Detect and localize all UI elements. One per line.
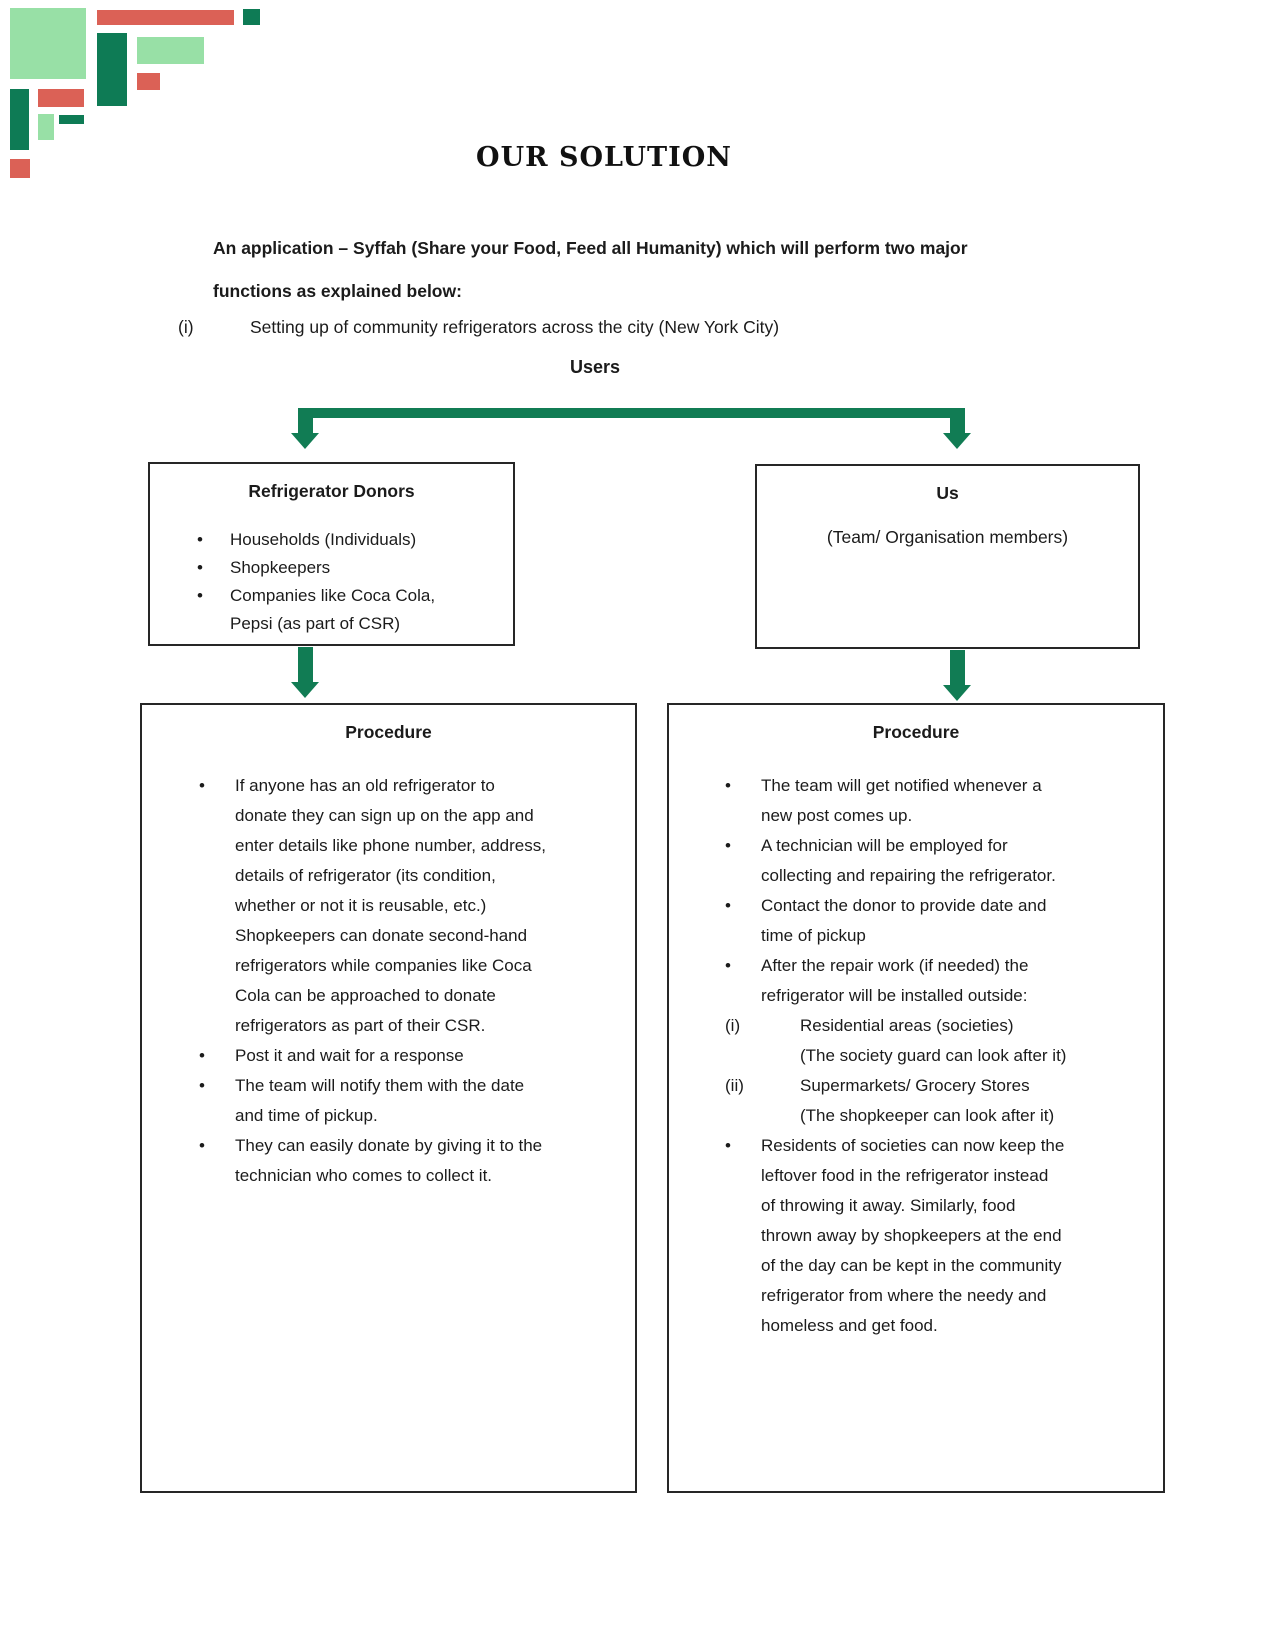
list-text: The team will notify them with the date …: [235, 1076, 525, 1125]
procedure-right-box: Procedure • The team will get notified wh…: [667, 703, 1165, 1493]
users-arrow-right-shaft: [950, 408, 965, 434]
logo-shape: [10, 8, 86, 79]
list-text: They can easily donate by giving it to t…: [235, 1136, 543, 1185]
users-arrow-left-shaft: [298, 408, 313, 434]
logo-shape: [10, 159, 30, 178]
list-marker: •: [197, 586, 203, 605]
list-text: Shopkeepers: [230, 558, 331, 577]
logo-shape: [137, 37, 204, 64]
box-title: Procedure: [345, 722, 432, 742]
users-heading: Users: [569, 357, 621, 377]
list-item: • A technician will be employed for colle…: [725, 831, 1155, 891]
list-item: • Companies like Coca Cola, Pepsi (as par…: [197, 582, 513, 638]
donors-bullet-list: • Households (Individuals) • Shopkeepers • Co…: [150, 526, 513, 638]
list-marker: •: [197, 530, 203, 549]
list-item: • Households (Individuals): [197, 526, 513, 554]
intro-paragraph: An application – Syffah (Share your Food…: [213, 238, 968, 301]
users-arrow-left-head: [291, 433, 319, 449]
us-box: Us (Team/ Organisation members): [755, 464, 1140, 649]
box-title: Refrigerator Donors: [248, 481, 415, 501]
donors-to-procedure-arrow-shaft: [298, 647, 313, 683]
box-subtitle: (Team/ Organisation members): [826, 527, 1069, 547]
list-text: Companies like Coca Cola, Pepsi (as part…: [230, 586, 436, 633]
list-text: If anyone has an old refrigerator to don…: [235, 776, 546, 1035]
list-text: After the repair work (if needed) the re…: [761, 956, 1029, 1005]
box-title: Us: [936, 483, 959, 503]
logo-shape: [137, 73, 160, 90]
list-item: • The team will notify them with the date…: [199, 1071, 625, 1131]
numbered-item-label: (i): [178, 317, 194, 337]
logo-shape: [97, 10, 234, 25]
donors-to-procedure-arrow-head: [291, 682, 319, 698]
logo-shape: [38, 89, 84, 107]
logo-shape: [10, 89, 29, 150]
list-text: Post it and wait for a response: [235, 1046, 464, 1065]
list-item: • Residents of societies can now keep the…: [725, 1131, 1155, 1341]
numbered-item-text: Setting up of community refrigerators ac…: [250, 317, 780, 337]
list-item: (ii) Supermarkets/ Grocery Stores (The sh…: [725, 1071, 1155, 1131]
users-arrow-right-head: [943, 433, 971, 449]
list-marker: •: [725, 776, 731, 795]
list-item: • If anyone has an old refrigerator to do…: [199, 771, 625, 1041]
procedure-left-list: • If anyone has an old refrigerator to do…: [142, 771, 635, 1191]
logo-shape: [59, 115, 84, 124]
list-marker: •: [725, 956, 731, 975]
list-item: • Contact the donor to provide date and t…: [725, 891, 1155, 951]
box-title: Procedure: [872, 722, 960, 742]
us-to-procedure-arrow-shaft: [950, 650, 965, 686]
list-item: (i) Residential areas (societies) (The so…: [725, 1011, 1155, 1071]
list-item: • They can easily donate by giving it to …: [199, 1131, 625, 1191]
list-item: • Post it and wait for a response: [199, 1041, 625, 1071]
page-title: OUR SOLUTION: [476, 142, 732, 173]
list-item: • After the repair work (if needed) the r…: [725, 951, 1155, 1011]
list-text: Residential areas (societies) (The socie…: [800, 1016, 1067, 1065]
logo-shape: [97, 33, 127, 106]
list-marker: •: [199, 1076, 205, 1095]
us-to-procedure-arrow-head: [943, 685, 971, 701]
list-text: Supermarkets/ Grocery Stores (The shopke…: [800, 1076, 1055, 1125]
list-marker: (ii): [725, 1076, 744, 1095]
list-text: A technician will be employed for collec…: [761, 836, 1056, 885]
list-marker: •: [725, 896, 731, 915]
list-item: • The team will get notified whenever a n…: [725, 771, 1155, 831]
logo-shape: [38, 114, 54, 140]
list-text: Households (Individuals): [230, 530, 417, 549]
list-marker: •: [725, 836, 731, 855]
list-marker: •: [725, 1136, 731, 1155]
users-bracket-bar: [298, 408, 965, 418]
logo-shape: [243, 9, 260, 25]
refrigerator-donors-box: Refrigerator Donors • Households (Individ…: [148, 462, 515, 646]
list-marker: •: [199, 1136, 205, 1155]
list-marker: •: [199, 776, 205, 795]
list-text: Residents of societies can now keep the …: [761, 1136, 1065, 1335]
list-marker: •: [197, 558, 203, 577]
procedure-right-list: • The team will get notified whenever a n…: [669, 771, 1163, 1341]
list-text: Contact the donor to provide date and ti…: [761, 896, 1047, 945]
list-marker: (i): [725, 1016, 741, 1035]
list-marker: •: [199, 1046, 205, 1065]
list-text: The team will get notified whenever a ne…: [761, 776, 1042, 825]
list-item: • Shopkeepers: [197, 554, 513, 582]
procedure-left-box: Procedure • If anyone has an old refriger…: [140, 703, 637, 1493]
